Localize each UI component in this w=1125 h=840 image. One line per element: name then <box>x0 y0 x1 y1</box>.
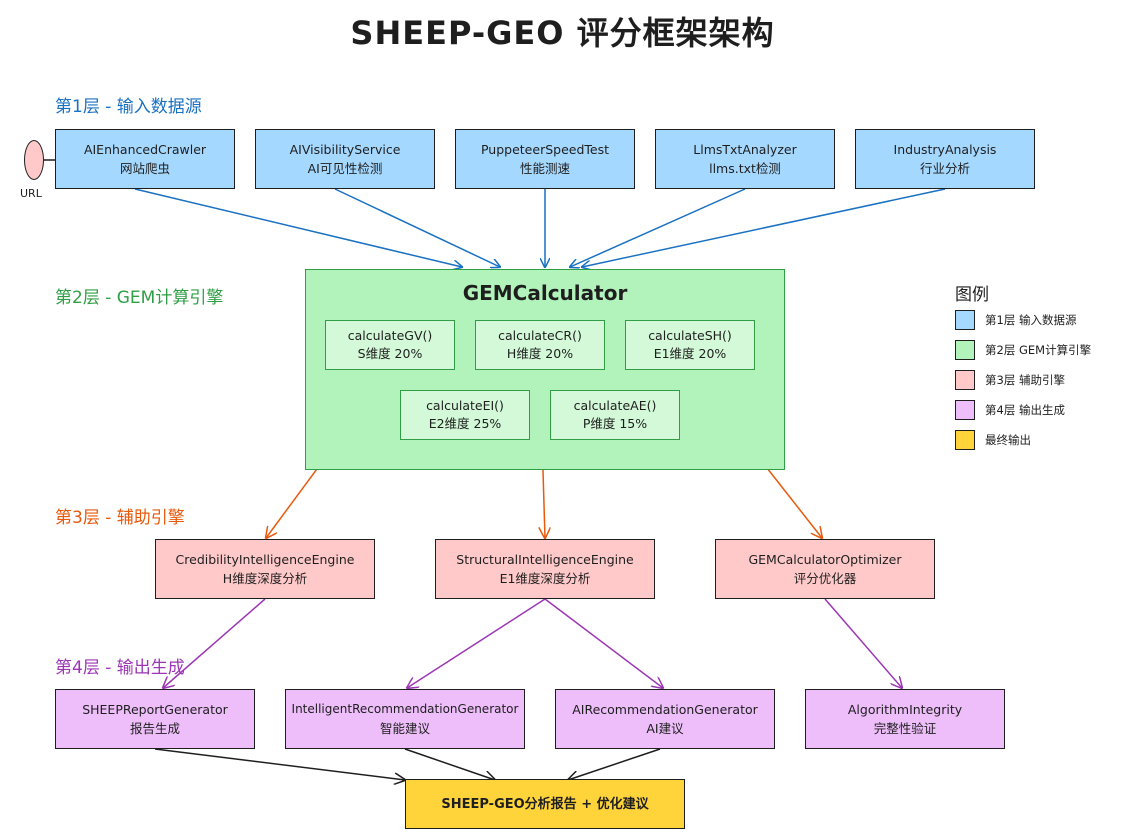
input-name: AIEnhancedCrawler <box>83 142 207 157</box>
edge-structural-intelligent <box>407 598 546 688</box>
engine-name: CredibilityIntelligenceEngine <box>175 552 355 567</box>
output-box-report: SHEEPReportGenerator 报告生成 <box>55 689 255 749</box>
input-box-visibility: AIVisibilityService AI可见性检测 <box>255 129 435 189</box>
legend-item-layer1: 第1层 输入数据源 <box>955 309 1076 331</box>
engine-box-structural: StructuralIntelligenceEngine E1维度深度分析 <box>435 539 655 599</box>
output-desc: 智能建议 <box>379 721 430 736</box>
input-name: AIVisibilityService <box>289 142 401 157</box>
output-desc: AI建议 <box>646 721 684 736</box>
input-desc: AI可见性检测 <box>307 161 383 176</box>
method-box-ae: calculateAE() P维度 15% <box>550 390 680 440</box>
layer4-label: 第4层 - 输出生成 <box>55 658 185 678</box>
method-box-gv: calculateGV() S维度 20% <box>325 320 455 370</box>
engine-desc: H维度深度分析 <box>222 571 308 586</box>
edge-credibility-report <box>163 598 266 688</box>
engine-desc: 评分优化器 <box>793 571 857 586</box>
input-name: IndustryAnalysis <box>893 142 997 157</box>
input-desc: 网站爬虫 <box>119 161 170 176</box>
output-name: SHEEPReportGenerator <box>82 702 228 717</box>
final-output-box: SHEEP-GEO分析报告 + 优化建议 <box>405 779 685 829</box>
output-name: IntelligentRecommendationGenerator <box>291 702 519 716</box>
method-box-sh: calculateSH() E1维度 20% <box>625 320 755 370</box>
output-name: AlgorithmIntegrity <box>847 702 963 717</box>
input-desc: llms.txt检测 <box>709 161 781 176</box>
output-box-intelligent: IntelligentRecommendationGenerator 智能建议 <box>285 689 525 749</box>
edge-ai-final <box>568 748 661 780</box>
output-box-ai: AIRecommendationGenerator AI建议 <box>555 689 775 749</box>
input-box-llmstxt: LlmsTxtAnalyzer llms.txt检测 <box>655 129 835 189</box>
input-box-crawler: AIEnhancedCrawler 网站爬虫 <box>55 129 235 189</box>
method-desc: P维度 15% <box>582 416 648 431</box>
legend-label: 第1层 输入数据源 <box>985 313 1077 327</box>
output-box-integrity: AlgorithmIntegrity 完整性验证 <box>805 689 1005 749</box>
layer1-label: 第1层 - 输入数据源 <box>55 97 202 117</box>
edge-input-2 <box>334 188 500 267</box>
method-box-cr: calculateCR() H维度 20% <box>475 320 605 370</box>
method-name: calculateAE() <box>573 398 657 413</box>
engine-name: GEMCalculatorOptimizer <box>748 552 902 567</box>
edge-input-4 <box>570 188 746 267</box>
engine-box-credibility: CredibilityIntelligenceEngine H维度深度分析 <box>155 539 375 599</box>
layer3-label: 第3层 - 辅助引擎 <box>55 508 185 528</box>
input-box-industry: IndustryAnalysis 行业分析 <box>855 129 1035 189</box>
edge-input-1 <box>134 188 462 267</box>
legend-label: 最终输出 <box>985 433 1031 447</box>
url-node <box>24 140 44 180</box>
legend-swatch <box>955 310 975 330</box>
engine-name: StructuralIntelligenceEngine <box>456 552 634 567</box>
layer2-label: 第2层 - GEM计算引擎 <box>55 288 224 308</box>
method-name: calculateGV() <box>347 328 433 343</box>
legend-swatch <box>955 430 975 450</box>
legend-title: 图例 <box>955 285 989 305</box>
output-desc: 完整性验证 <box>873 721 937 736</box>
legend-swatch <box>955 340 975 360</box>
legend-item-layer2: 第2层 GEM计算引擎 <box>955 339 1091 361</box>
input-box-speedtest: PuppeteerSpeedTest 性能测速 <box>455 129 635 189</box>
legend-label: 第4层 输出生成 <box>985 403 1065 417</box>
page-title: SHEEP-GEO 评分框架架构 <box>350 14 775 52</box>
output-desc: 报告生成 <box>129 721 180 736</box>
input-name: LlmsTxtAnalyzer <box>693 142 797 157</box>
method-desc: H维度 20% <box>506 346 574 361</box>
edge-structural-ai <box>544 598 663 688</box>
gem-calculator-title: GEMCalculator <box>462 281 628 305</box>
legend-item-final: 最终输出 <box>955 429 1031 451</box>
edge-intelligent-final <box>404 748 495 780</box>
input-desc: 性能测速 <box>519 161 570 176</box>
input-name: PuppeteerSpeedTest <box>480 142 610 157</box>
legend-label: 第3层 辅助引擎 <box>985 373 1065 387</box>
method-box-ei: calculateEI() E2维度 25% <box>400 390 530 440</box>
url-label: URL <box>20 187 42 200</box>
legend-label: 第2层 GEM计算引擎 <box>985 343 1092 357</box>
method-desc: E2维度 25% <box>428 416 502 431</box>
edge-report-final <box>154 748 405 780</box>
method-desc: S维度 20% <box>357 346 423 361</box>
engine-desc: E1维度深度分析 <box>499 571 591 586</box>
legend-swatch <box>955 370 975 390</box>
edge-optimizer-integrity <box>824 598 902 688</box>
edge-input-5 <box>582 188 946 267</box>
method-name: calculateSH() <box>648 328 732 343</box>
legend-item-layer3: 第3层 辅助引擎 <box>955 369 1065 391</box>
input-desc: 行业分析 <box>919 161 970 176</box>
engine-box-optimizer: GEMCalculatorOptimizer 评分优化器 <box>715 539 935 599</box>
final-output-label: SHEEP-GEO分析报告 + 优化建议 <box>441 796 649 812</box>
method-name: calculateEI() <box>426 398 504 413</box>
method-name: calculateCR() <box>498 328 582 343</box>
method-desc: E1维度 20% <box>653 346 727 361</box>
legend-item-layer4: 第4层 输出生成 <box>955 399 1065 421</box>
output-name: AIRecommendationGenerator <box>572 702 758 717</box>
legend-swatch <box>955 400 975 420</box>
